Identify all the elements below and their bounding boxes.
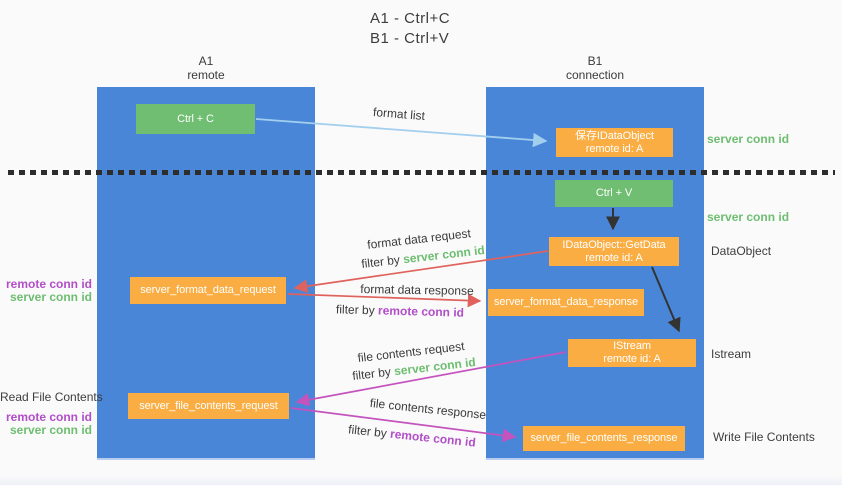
read-file-contents-label: Read File Contents — [0, 390, 103, 404]
phase-divider-line — [8, 170, 835, 175]
remote-conn-id-value: remote conn id — [377, 303, 465, 320]
istream-line2: remote id: A — [603, 353, 661, 365]
ctrl-c-label: Ctrl + C — [177, 112, 214, 125]
node-server-file-contents-request: server_file_contents_request — [128, 393, 289, 419]
getdata-line2: remote id: A — [585, 251, 643, 264]
lane-header-b1: B1 connection — [495, 54, 695, 82]
format-data-response-label: format data response — [360, 282, 474, 298]
file-response-label: server_file_contents_response — [530, 432, 678, 444]
node-ctrl-c: Ctrl + C — [136, 104, 255, 134]
ctrl-v-label: Ctrl + V — [595, 187, 633, 199]
format-request-label: server_format_data_request — [140, 284, 276, 296]
getdata-to-istream-arrow — [651, 266, 681, 333]
format-server-conn-id-label: server conn id — [9, 289, 92, 304]
dataobject-label: DataObject — [711, 244, 772, 258]
file-server-conn-id-label: server conn id — [9, 422, 92, 437]
node-server-format-data-request: server_format_data_request — [130, 277, 286, 304]
lane-a1-name: A1 — [198, 54, 214, 68]
write-file-contents-label: Write File Contents — [713, 430, 815, 444]
node-server-format-data-response: server_format_data_response — [488, 289, 644, 316]
file-contents-response-arrow — [290, 407, 517, 443]
getdata-line1: IDataObject::GetData — [562, 238, 666, 251]
lane-b1-subtitle: connection — [565, 68, 625, 82]
filter-by-prefix: filter by — [335, 302, 379, 318]
title-line-1: A1 - Ctrl+C — [370, 10, 451, 27]
server-conn-id-label-top: server conn id — [707, 132, 790, 146]
file-request-label: server_file_contents_request — [139, 399, 278, 412]
node-server-file-contents-response: server_file_contents_response — [523, 426, 685, 451]
diagram-title: A1 - Ctrl+C B1 - Ctrl+V — [370, 9, 450, 49]
format-remote-conn-id-label: remote conn id — [5, 277, 92, 291]
istream-side-label: Istream — [711, 347, 752, 361]
node-ctrl-v: Ctrl + V — [555, 180, 673, 207]
title-line-2: B1 - Ctrl+V — [370, 30, 450, 47]
node-idataobject-getdata: IDataObject::GetData remote id: A — [549, 237, 679, 266]
format-response-label: server_format_data_response — [493, 296, 639, 308]
format-conn-ids-group: remote conn id server conn id — [0, 278, 92, 303]
bottom-gradient-band — [0, 476, 842, 485]
node-istream: IStream remote id: A — [568, 339, 696, 367]
format-data-request-arrow — [293, 250, 549, 293]
lane-a1-subtitle: remote — [187, 68, 225, 82]
lane-header-a1: A1 remote — [106, 54, 306, 82]
save-idataobject-line2: remote id: A — [585, 142, 644, 155]
format-list-arrow — [255, 118, 548, 148]
istream-line1: IStream — [613, 340, 651, 352]
format-data-response-arrow — [287, 293, 482, 308]
file-contents-request-arrow — [295, 351, 567, 407]
server-conn-id-label-mid: server conn id — [707, 210, 790, 224]
lane-b1-name: B1 — [587, 54, 603, 68]
file-conn-ids-group: remote conn id server conn id — [0, 411, 92, 436]
save-idataobject-line1: 保存IDataObject — [575, 129, 654, 142]
node-save-idataobject: 保存IDataObject remote id: A — [556, 128, 673, 157]
file-remote-conn-id-label: remote conn id — [5, 410, 92, 424]
